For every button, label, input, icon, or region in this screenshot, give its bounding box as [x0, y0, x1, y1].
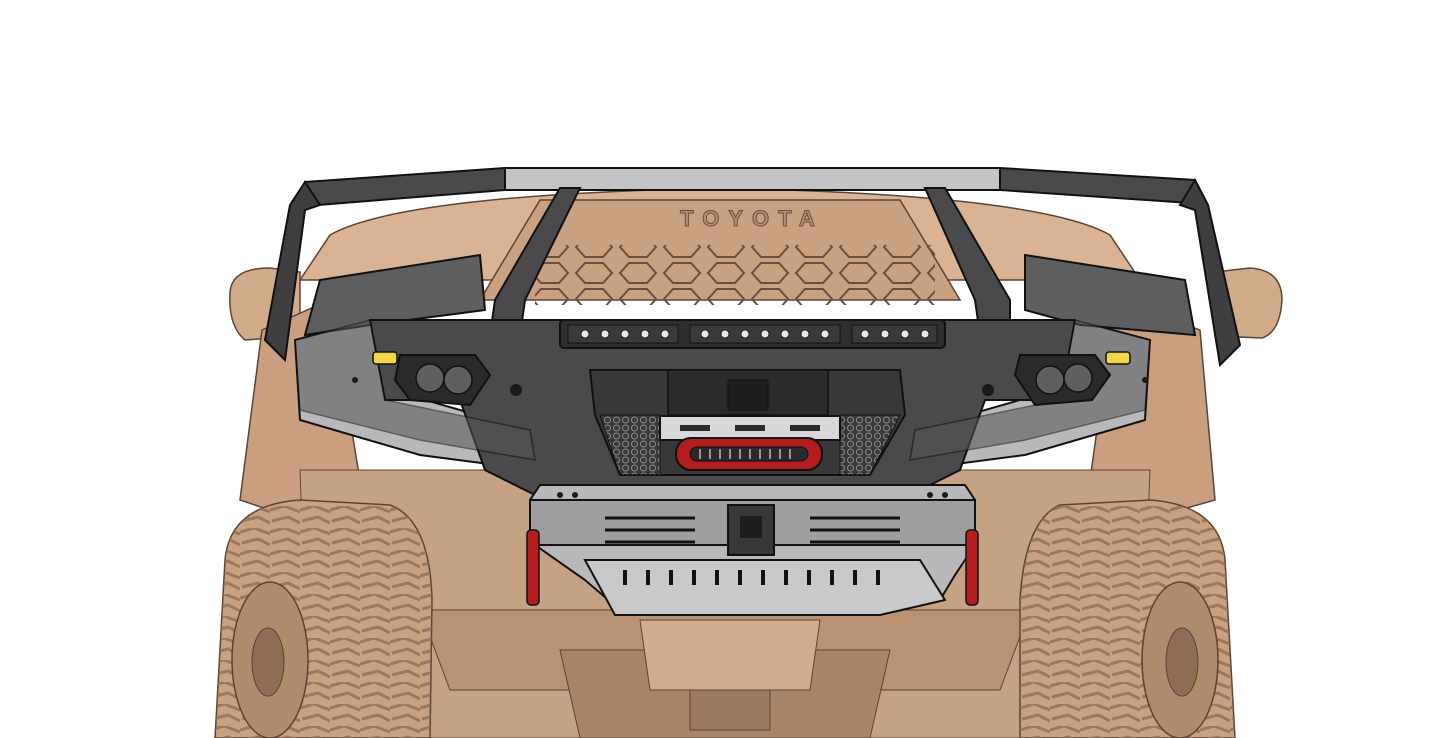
truck-grille: TOYOTA [478, 199, 962, 305]
skid-plate [528, 484, 976, 616]
left-fog-light [372, 351, 492, 407]
right-recovery-shackle [965, 529, 979, 606]
led-light-bar [559, 319, 946, 349]
left-recovery-shackle [526, 529, 540, 606]
right-fog-light [1013, 351, 1131, 407]
left-amber-lamp [372, 351, 398, 365]
bumper-mounting-holes [352, 377, 1148, 498]
right-wheel [1019, 499, 1236, 738]
winch-cavity [588, 369, 907, 476]
bull-bar-hoop [263, 167, 1242, 368]
grille-badge-text: TOYOTA [680, 206, 824, 231]
left-wheel [214, 499, 433, 738]
right-amber-lamp [1105, 351, 1131, 365]
winch-fairlead [675, 437, 823, 471]
recovery-points [526, 529, 979, 606]
